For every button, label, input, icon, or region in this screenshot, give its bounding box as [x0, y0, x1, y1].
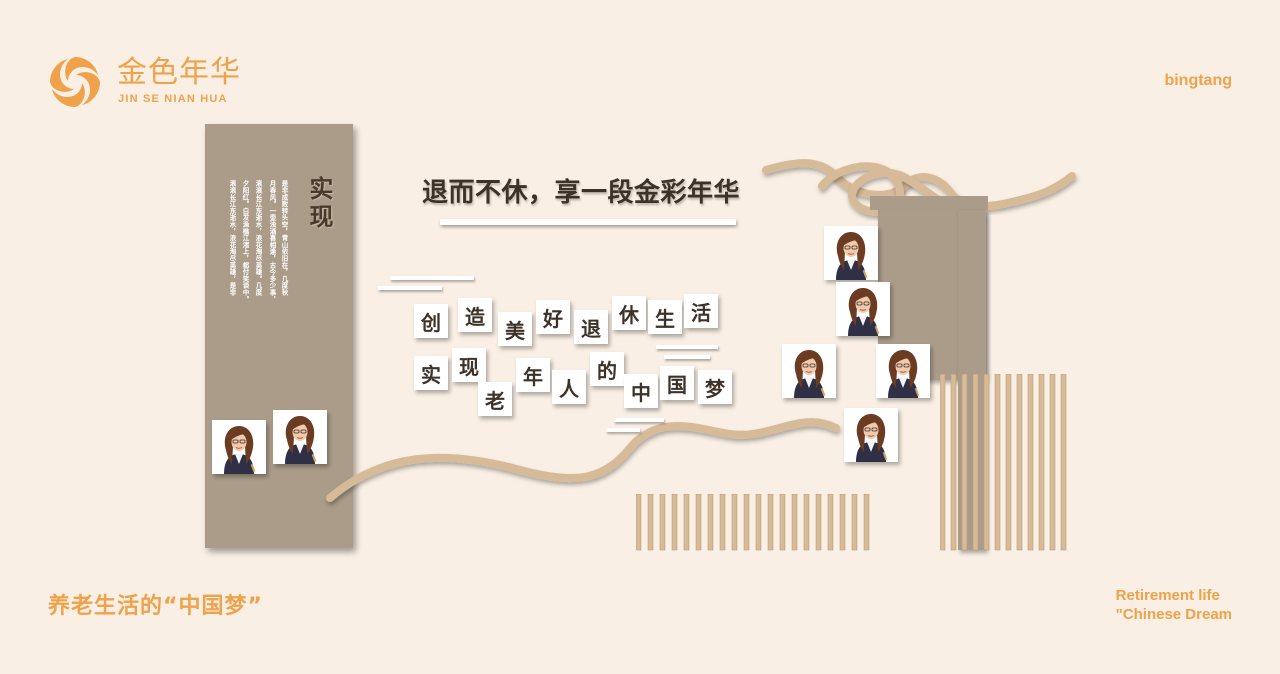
post-crossbar: [870, 196, 988, 210]
char-tile: 好: [536, 300, 570, 334]
slat: [779, 494, 786, 551]
char-tile: 实: [414, 356, 448, 390]
slat: [940, 374, 946, 551]
caption-english: Retirement life "Chinese Dream: [1116, 586, 1232, 624]
poem-line: 夕阳红。白发渔樵江渚上，都付笑谈中。: [241, 180, 249, 303]
slat: [636, 494, 642, 551]
slat: [961, 374, 968, 551]
slat: [839, 494, 846, 551]
poem-line: 月春风。一壶浊酒喜相逢，古今多少事，: [268, 180, 276, 303]
logo-chinese-name: 金色年华: [117, 55, 241, 90]
char-tile: 现: [452, 348, 486, 382]
woman-portrait-icon: [273, 410, 327, 464]
char-tile: 老: [478, 382, 512, 416]
woman-portrait-icon: [876, 344, 930, 398]
woman-portrait-icon: [212, 420, 266, 474]
slat: [647, 494, 654, 551]
slat: [1038, 374, 1045, 551]
left-panel: [205, 124, 353, 548]
slat: [803, 494, 810, 551]
slat: [1060, 374, 1067, 551]
char-tile: 休: [612, 296, 646, 330]
char-tile: 造: [458, 298, 492, 332]
slat: [683, 494, 690, 551]
poem-line: 滚滚长江东逝水，浪花淘尽英雄。几度: [254, 180, 262, 296]
woman-portrait-icon: [836, 282, 890, 336]
char-tile: 年: [516, 358, 550, 392]
deco-strip: [606, 428, 640, 432]
avatar-portrait: [273, 410, 327, 464]
slat: [1049, 374, 1056, 551]
woman-portrait-icon: [844, 408, 898, 462]
poem-line: 是非成败转头空，青山依旧在，几度秋: [280, 180, 288, 296]
slat: [659, 494, 666, 551]
slat: [1027, 374, 1034, 551]
headline-underline: [440, 219, 736, 225]
char-tile: 生: [648, 300, 682, 334]
char-tile: 退: [574, 310, 608, 344]
deco-strip: [390, 276, 474, 280]
caption-english-line: Retirement life: [1115, 587, 1220, 604]
slat: [827, 494, 834, 551]
caption-english-line: "Chinese Dream: [1115, 606, 1232, 623]
slat: [731, 494, 738, 551]
slat: [695, 494, 702, 551]
woman-portrait-icon: [782, 344, 836, 398]
slat: [972, 374, 979, 551]
poem-line: 滚滚长江东逝水，浪花淘尽英雄，是非: [228, 180, 236, 296]
deco-strip: [614, 418, 664, 422]
slat: [707, 494, 714, 551]
brand-name: bingtang: [1164, 72, 1232, 89]
slat: [815, 494, 822, 551]
slat: [851, 494, 858, 551]
slat: [1005, 374, 1012, 551]
avatar-portrait: [212, 420, 266, 474]
char-tile: 国: [660, 366, 694, 400]
panel-title: 实现: [305, 176, 333, 232]
slat: [767, 494, 774, 551]
deco-strip: [378, 286, 442, 290]
slat: [863, 494, 870, 551]
avatar-portrait: [824, 226, 878, 280]
slat-group-right: [940, 374, 1067, 551]
char-tile: 中: [624, 374, 658, 408]
char-tile: 梦: [698, 370, 732, 404]
headline: 退而不休，享一段金彩年华: [422, 178, 741, 208]
woman-portrait-icon: [824, 226, 878, 280]
slat: [743, 494, 750, 551]
char-tile: 创: [414, 304, 448, 338]
char-tile: 美: [498, 312, 532, 346]
avatar-portrait: [782, 344, 836, 398]
slat: [994, 374, 1001, 551]
avatar-portrait: [836, 282, 890, 336]
char-tile: 人: [552, 370, 586, 404]
char-tile: 的: [590, 352, 624, 386]
slat: [719, 494, 726, 551]
slat: [791, 494, 798, 551]
swirl-logo-icon: [50, 57, 100, 107]
char-tile: 活: [684, 294, 718, 328]
avatar-portrait: [844, 408, 898, 462]
caption-chinese: 养老生活的“中国梦”: [48, 594, 263, 619]
slat: [950, 374, 957, 551]
slat-group-center: [636, 494, 870, 551]
slat: [983, 374, 990, 551]
deco-strip: [656, 345, 718, 349]
slat: [755, 494, 762, 551]
avatar-portrait: [876, 344, 930, 398]
slat: [671, 494, 678, 551]
slat: [1016, 374, 1023, 551]
logo-english-name: JIN SE NIAN HUA: [118, 93, 228, 105]
deco-strip: [664, 355, 710, 359]
